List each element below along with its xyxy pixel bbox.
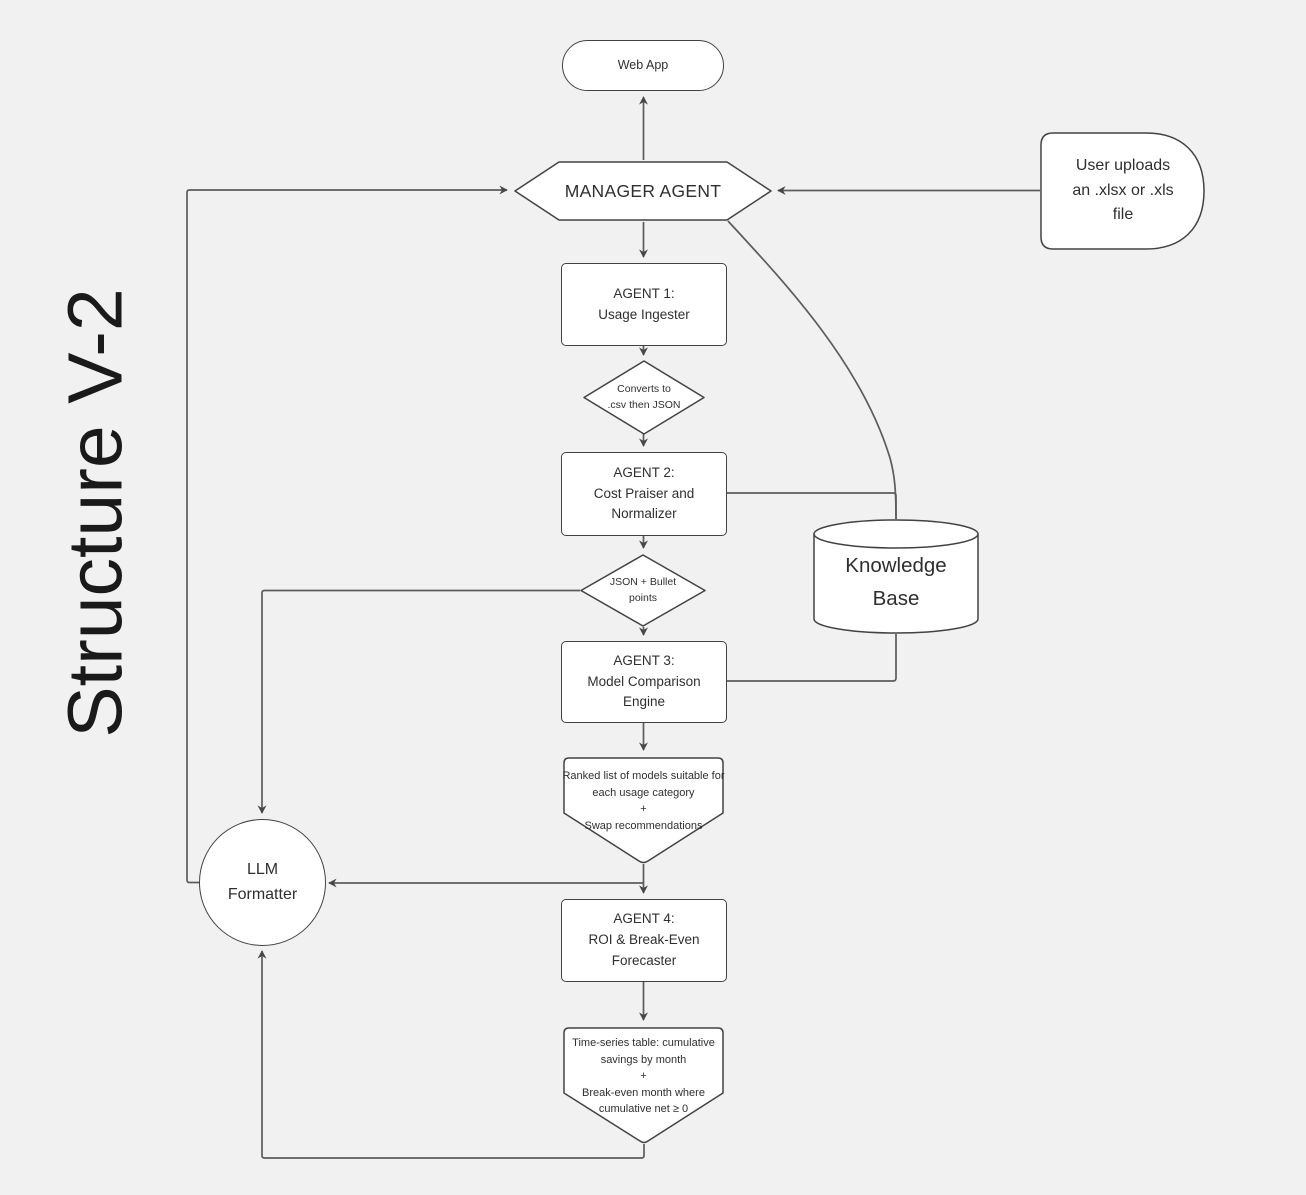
edge-agent2-to-kb bbox=[727, 492, 897, 519]
pentagon-down-shape bbox=[563, 757, 724, 864]
edge-timeseries-to-llm bbox=[257, 950, 645, 1159]
node-manager-agent[interactable]: MANAGER AGENT bbox=[513, 160, 773, 222]
node-json-bullet-label: JSON + Bullet points bbox=[609, 575, 677, 604]
node-converts[interactable]: Converts to .csv then JSON bbox=[582, 359, 706, 436]
node-ranked-output[interactable]: Ranked list of models suitable for each … bbox=[562, 756, 725, 866]
node-timeseries-output[interactable]: Time-series table: cumulative savings by… bbox=[562, 1026, 725, 1146]
node-agent-2-label: AGENT 2: Cost Praiser and Normalizer bbox=[593, 464, 695, 522]
edge-kb-to-agent3 bbox=[726, 634, 897, 682]
node-timeseries-output-label: Time-series table: cumulative savings by… bbox=[572, 1037, 715, 1115]
node-agent-1[interactable]: AGENT 1: Usage Ingester bbox=[561, 263, 727, 346]
node-user-upload-label: User uploads an .xlsx or .xls file bbox=[1072, 156, 1174, 224]
cylinder-shape bbox=[813, 519, 979, 634]
hexagon-shape bbox=[514, 161, 772, 221]
card-shape bbox=[1040, 132, 1205, 250]
node-llm-formatter[interactable]: LLM Formatter bbox=[199, 819, 326, 946]
node-web-app-label: Web App bbox=[617, 58, 669, 73]
edge-jsonbullet-to-llm bbox=[257, 589, 580, 814]
node-json-bullet[interactable]: JSON + Bullet points bbox=[579, 553, 707, 628]
node-knowledge-base[interactable]: Knowledge Base bbox=[812, 518, 980, 635]
page-title: Structure V-2 bbox=[52, 288, 139, 738]
diamond-shape bbox=[583, 360, 705, 435]
diamond-shape bbox=[580, 554, 706, 627]
node-manager-agent-label: MANAGER AGENT bbox=[564, 180, 722, 201]
node-llm-formatter-label: LLM Formatter bbox=[227, 860, 298, 903]
node-ranked-output-label: Ranked list of models suitable for each … bbox=[562, 770, 725, 832]
node-agent-3[interactable]: AGENT 3: Model Comparison Engine bbox=[561, 641, 727, 723]
node-converts-label: Converts to .csv then JSON bbox=[607, 382, 681, 411]
pentagon-down-shape bbox=[563, 1027, 724, 1144]
edge-manager-to-kb bbox=[727, 220, 897, 520]
node-user-upload[interactable]: User uploads an .xlsx or .xls file bbox=[1040, 132, 1206, 250]
node-web-app[interactable]: Web App bbox=[562, 40, 724, 91]
edge-llm-to-manager bbox=[186, 185, 508, 884]
node-agent-4-label: AGENT 4: ROI & Break-Even Forecaster bbox=[588, 911, 700, 968]
node-agent-1-label: AGENT 1: Usage Ingester bbox=[598, 285, 690, 322]
node-agent-2[interactable]: AGENT 2: Cost Praiser and Normalizer bbox=[561, 452, 727, 536]
node-agent-3-label: AGENT 3: Model Comparison Engine bbox=[587, 652, 701, 710]
node-knowledge-base-label: Knowledge Base bbox=[845, 553, 947, 610]
node-agent-4[interactable]: AGENT 4: ROI & Break-Even Forecaster bbox=[561, 899, 727, 982]
